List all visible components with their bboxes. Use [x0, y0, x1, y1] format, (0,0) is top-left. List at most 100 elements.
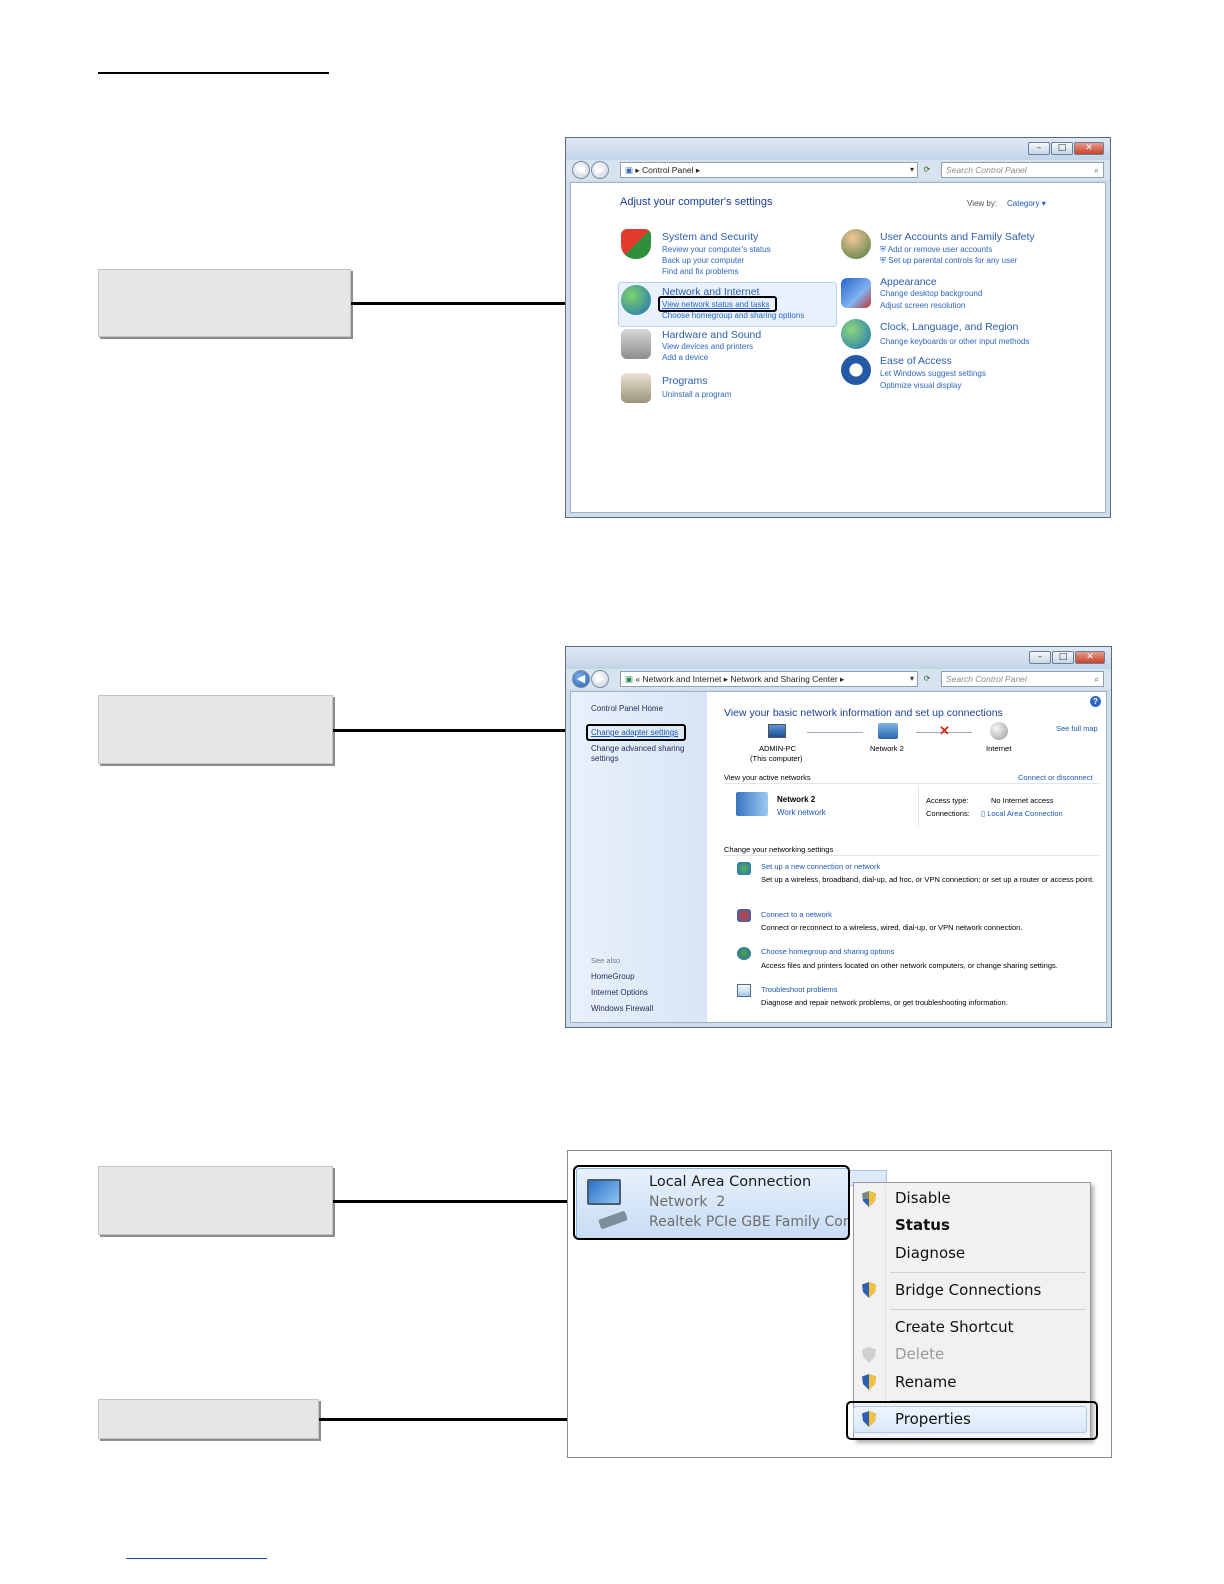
link-add-remove-users[interactable]: ⛨ Add or remove user accounts: [880, 245, 993, 254]
category-appearance[interactable]: Appearance: [880, 276, 937, 288]
see-also-label: See also: [591, 956, 621, 965]
access-type-value: No Internet access: [991, 796, 1054, 805]
minimize-button[interactable]: –: [1029, 651, 1051, 664]
address-dropdown-button[interactable]: ▾: [909, 165, 914, 174]
sidebar: [571, 692, 707, 1022]
new-connection-icon: [737, 862, 751, 875]
highlight-view-network-status: [658, 296, 777, 312]
task-setup-connection-desc: Set up a wireless, broadband, dial-up, a…: [761, 875, 1095, 884]
see-full-map-link[interactable]: See full map: [1056, 724, 1098, 733]
task-setup-connection[interactable]: Set up a new connection or network: [761, 862, 881, 871]
link-windows-suggest[interactable]: Let Windows suggest settings: [880, 369, 986, 378]
link-back-up[interactable]: Back up your computer: [662, 256, 745, 265]
menu-item-bridge-connections[interactable]: Bridge Connections: [895, 1281, 1042, 1299]
footer-link-rule: [126, 1558, 267, 1559]
divider: [724, 783, 1100, 784]
category-system-security[interactable]: System and Security: [662, 231, 759, 243]
link-screen-resolution[interactable]: Adjust screen resolution: [880, 301, 966, 310]
forward-button[interactable]: ▶: [591, 161, 609, 179]
network-heading: View your basic network information and …: [724, 707, 1003, 719]
breadcrumb-network-sharing-center[interactable]: Network and Sharing Center: [730, 674, 838, 684]
see-also-homegroup[interactable]: HomeGroup: [591, 972, 635, 981]
connect-disconnect-link[interactable]: Connect or disconnect: [1018, 773, 1093, 782]
search-input[interactable]: Search Control Panel ⌕: [941, 162, 1104, 178]
link-desktop-background[interactable]: Change desktop background: [880, 289, 983, 298]
link-uninstall[interactable]: Uninstall a program: [662, 390, 732, 399]
category-user-accounts[interactable]: User Accounts and Family Safety: [880, 231, 1035, 243]
category-hardware-sound[interactable]: Hardware and Sound: [662, 329, 762, 341]
see-also-internet-options[interactable]: Internet Options: [591, 988, 648, 997]
back-button[interactable]: ◀: [572, 161, 590, 179]
sidebar-control-panel-home[interactable]: Control Panel Home: [591, 704, 664, 713]
network-globe-icon: [621, 285, 651, 315]
address-bar[interactable]: ▣ « Network and Internet ▸ Network and S…: [620, 671, 918, 687]
maximize-button[interactable]: □: [1052, 651, 1074, 664]
refresh-button[interactable]: ⟳: [923, 674, 931, 683]
view-by-dropdown[interactable]: Category ▾: [1007, 199, 1046, 208]
search-input[interactable]: Search Control Panel ⌕: [941, 671, 1104, 687]
task-troubleshoot[interactable]: Troubleshoot problems: [761, 985, 838, 994]
menu-separator: [890, 1400, 1086, 1401]
search-icon: ⌕: [1094, 165, 1099, 175]
task-connect-network[interactable]: Connect to a network: [761, 910, 832, 919]
breadcrumb-control-panel[interactable]: Control Panel: [642, 165, 694, 175]
network-bench-icon: [878, 723, 898, 739]
homegroup-icon: [737, 947, 751, 960]
refresh-button[interactable]: ⟳: [923, 165, 931, 174]
map-computer-sub: (This computer): [750, 754, 803, 763]
local-area-connection-link[interactable]: ▯ Local Area Connection: [981, 809, 1063, 818]
adapter-device: Realtek PCIe GBE Family Contr: [649, 1214, 849, 1230]
see-also-windows-firewall[interactable]: Windows Firewall: [591, 1004, 654, 1013]
task-homegroup[interactable]: Choose homegroup and sharing options: [761, 947, 895, 956]
breadcrumb-network-internet[interactable]: Network and Internet: [642, 674, 722, 684]
header-rule: [98, 72, 329, 74]
title-bar: – □ ✕: [566, 647, 1111, 669]
link-homegroup[interactable]: Choose homegroup and sharing options: [662, 311, 805, 320]
forward-button[interactable]: ▶: [591, 670, 609, 688]
category-network-internet[interactable]: Network and Internet: [662, 286, 760, 298]
back-button[interactable]: ◀: [572, 670, 590, 688]
menu-item-create-shortcut[interactable]: Create Shortcut: [895, 1318, 1014, 1336]
menu-item-status[interactable]: Status: [895, 1216, 950, 1234]
menu-separator: [890, 1272, 1086, 1273]
menu-separator: [890, 1309, 1086, 1310]
menu-item-rename[interactable]: Rename: [895, 1373, 957, 1391]
network-center-content: Control Panel Home Change adapter settin…: [570, 691, 1107, 1023]
troubleshoot-icon: [737, 984, 751, 997]
link-optimize-visual[interactable]: Optimize visual display: [880, 381, 962, 390]
category-clock-language[interactable]: Clock, Language, and Region: [880, 321, 1019, 333]
work-network-link[interactable]: Work network: [777, 808, 826, 817]
address-dropdown-button[interactable]: ▾: [909, 674, 914, 683]
help-icon[interactable]: ?: [1090, 696, 1101, 707]
disconnected-x-icon: ✕: [939, 723, 950, 738]
navigation-bar: ◀ ▶ ▣ ▸ Control Panel ▸ ▾ ⟳ Search Contr…: [566, 160, 1110, 180]
address-bar[interactable]: ▣ ▸ Control Panel ▸: [620, 162, 918, 178]
map-computer-name: ADMIN-PC: [759, 744, 797, 753]
minimize-button[interactable]: –: [1028, 142, 1050, 155]
control-panel-window: – □ ✕ ◀ ▶ ▣ ▸ Control Panel ▸ ▾ ⟳ Search…: [565, 137, 1111, 518]
link-parental-controls[interactable]: ⛨ Set up parental controls for any user: [880, 256, 1018, 265]
network-category-highlight: [618, 282, 837, 327]
callout-box-2: [98, 695, 333, 764]
uac-shield-icon: [862, 1374, 876, 1390]
menu-item-properties[interactable]: Properties: [895, 1410, 971, 1428]
maximize-button[interactable]: □: [1051, 142, 1073, 155]
close-button[interactable]: ✕: [1075, 651, 1105, 664]
link-review-status[interactable]: Review your computer's status: [662, 245, 771, 254]
menu-item-diagnose[interactable]: Diagnose: [895, 1244, 966, 1262]
category-programs[interactable]: Programs: [662, 375, 708, 387]
category-ease-of-access[interactable]: Ease of Access: [880, 355, 952, 367]
control-panel-content: Adjust your computer's settings View by:…: [570, 182, 1106, 513]
link-devices-printers[interactable]: View devices and printers: [662, 342, 754, 351]
link-add-device[interactable]: Add a device: [662, 353, 709, 362]
sidebar-change-adapter-settings[interactable]: Change adapter settings: [591, 728, 679, 737]
link-change-keyboards[interactable]: Change keyboards or other input methods: [880, 337, 1030, 346]
adapter-name: Local Area Connection: [649, 1174, 812, 1190]
menu-item-disable[interactable]: Disable: [895, 1189, 951, 1207]
sidebar-change-advanced-sharing[interactable]: Change advanced sharing settings: [591, 744, 685, 763]
map-link-1: [807, 732, 863, 733]
folder-icon: ▣: [625, 165, 634, 175]
link-find-fix[interactable]: Find and fix problems: [662, 267, 739, 276]
close-button[interactable]: ✕: [1074, 142, 1104, 155]
link-view-network-status[interactable]: View network status and tasks: [662, 300, 770, 309]
